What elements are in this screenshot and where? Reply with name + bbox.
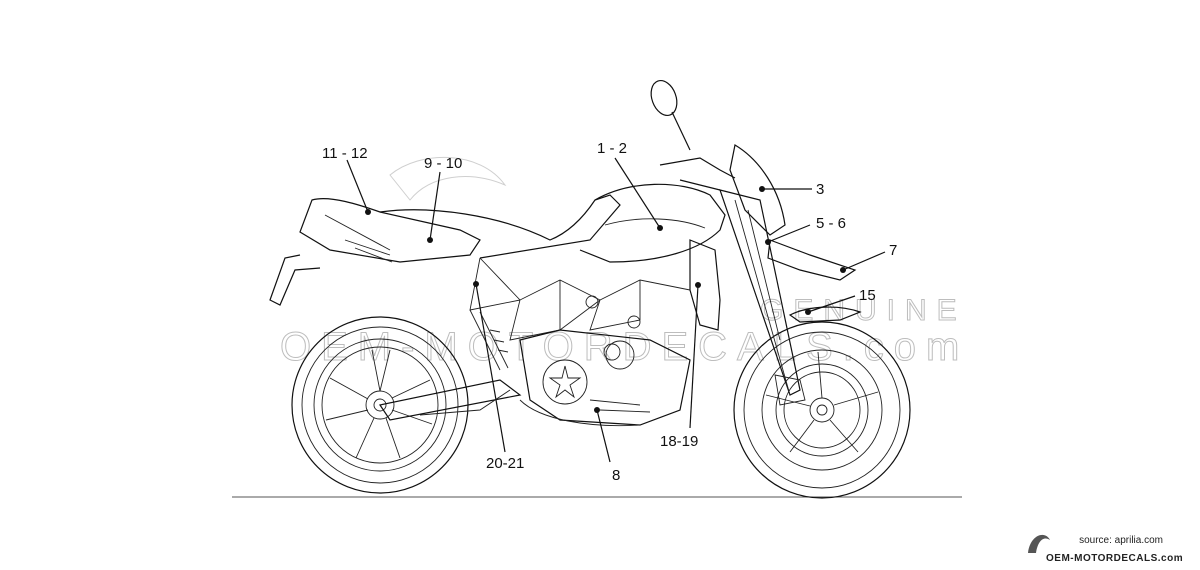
callout-9-10: 9 - 10: [424, 155, 462, 172]
callout-labels: 11 - 12 9 - 10 1 - 2 3 5 - 6 7 15 18-19 …: [322, 140, 897, 484]
exhaust: [419, 389, 641, 427]
swingarm: [379, 379, 522, 421]
callout-18-19: 18-19: [660, 433, 698, 450]
watermark: OEM-MOTORDECALS.com GENUINE: [280, 156, 969, 370]
mirror: [650, 79, 678, 117]
trellis-frame: [469, 257, 691, 341]
motorcycle-drawing: [269, 79, 911, 499]
front-fork: [719, 189, 801, 396]
callout-markers: [346, 157, 886, 463]
watermark-text: OEM-MOTORDECALS.com: [280, 325, 969, 369]
callout-15: 15: [859, 287, 876, 304]
callout-5-6: 5 - 6: [816, 215, 846, 232]
front-fender: [767, 239, 857, 281]
side-shroud: [689, 239, 721, 331]
callout-20-21: 20-21: [486, 455, 524, 472]
watermark-faint-word: GENUINE: [760, 294, 967, 327]
callout-11-12: 11 - 12: [322, 145, 368, 162]
tail-section: [299, 198, 481, 263]
callout-3: 3: [816, 181, 824, 198]
source-credit: source: aprilia.com: [1079, 535, 1163, 546]
seat: [379, 194, 621, 259]
rear-shock: [469, 309, 509, 371]
front-wheel: [733, 321, 911, 499]
fuel-tank: [579, 183, 726, 263]
callout-8: 8: [612, 467, 620, 484]
handlebar: [659, 157, 736, 191]
credit-block: source: aprilia.com OEM-MOTORDECALS.com: [1028, 534, 1183, 564]
brand-credit: OEM-MOTORDECALS.com: [1046, 553, 1183, 564]
callout-1-2: 1 - 2: [597, 140, 627, 157]
license-bracket: [269, 254, 321, 306]
brand-logo-icon: [1028, 534, 1050, 553]
engine: [519, 329, 691, 426]
headlight-fairing: [729, 144, 786, 236]
watermark-logo-swoosh: [389, 156, 507, 201]
callout-7: 7: [889, 242, 897, 259]
